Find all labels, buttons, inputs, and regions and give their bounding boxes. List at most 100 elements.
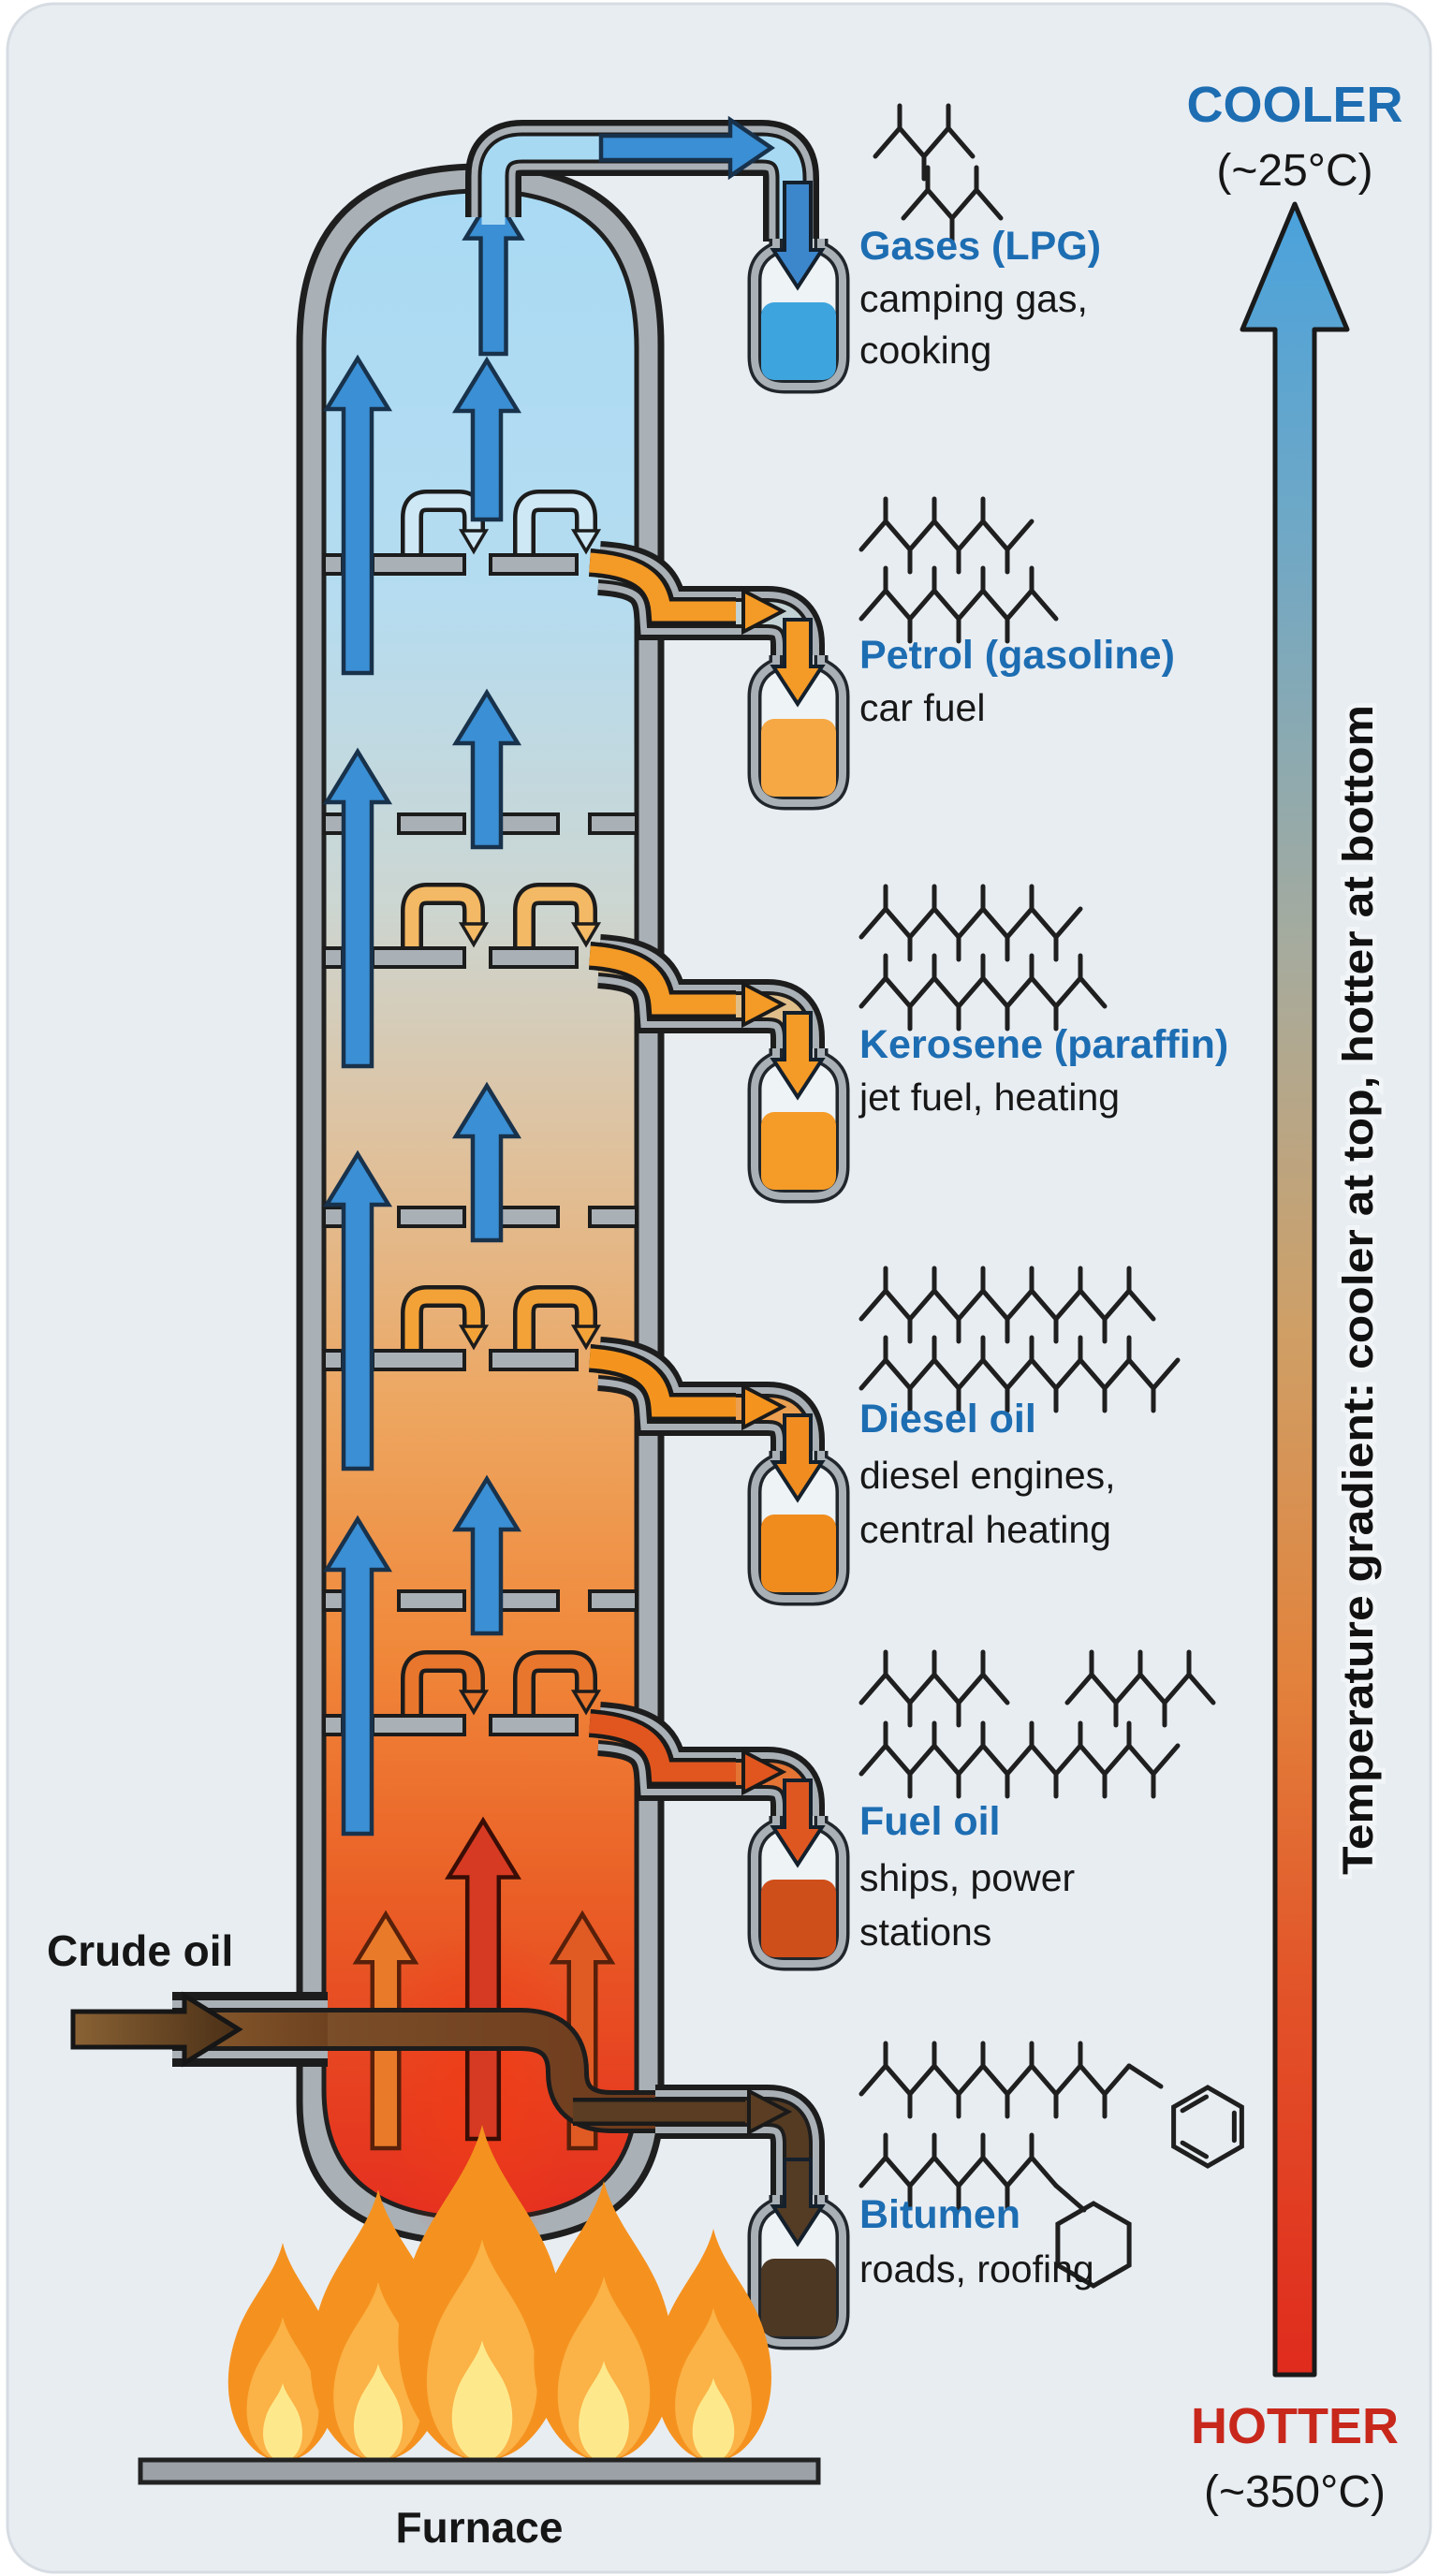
- hotter-temp: (~350°C): [1204, 2467, 1386, 2517]
- bubble-cap-arrow-icon: [458, 1690, 490, 1716]
- bubble-cap-arrow-icon: [570, 529, 602, 555]
- vapor-arrow-icon: [549, 1910, 616, 2151]
- flask-liquid: [761, 1880, 836, 1957]
- fraction-use: jet fuel, heating: [858, 1076, 1120, 1119]
- flask-glass: [751, 1451, 846, 1603]
- dashed-tray-segment: [588, 1589, 638, 1612]
- fraction-flow-arrow-icon: [589, 945, 736, 1015]
- molecule-chain: [858, 1356, 1181, 1392]
- fraction-flow-arrow-icon: [589, 552, 736, 622]
- crude-oil-label: Crude oil: [47, 1926, 233, 1975]
- vapor-arrow-icon: [322, 747, 393, 1069]
- benzene-double-bond: [1180, 2094, 1210, 2114]
- molecule-bond: [1053, 2183, 1087, 2213]
- fraction-name-kerosene: Kerosene (paraffin): [859, 1022, 1228, 1067]
- tray-segment: [322, 946, 345, 969]
- bubble-cap-icon: [404, 1654, 481, 1714]
- flask-fill-arrow-icon: [770, 1011, 826, 1101]
- fraction-use: car fuel: [859, 686, 985, 729]
- fraction-use: diesel engines,: [859, 1454, 1116, 1497]
- dashed-tray-segment: [397, 1206, 466, 1228]
- flask-glass: [751, 239, 846, 390]
- molecule-chain: [858, 905, 1083, 941]
- flask-glass: [751, 1816, 846, 1968]
- bubble-cap-icon: [404, 1289, 481, 1349]
- bubble-cap-icon: [517, 886, 594, 946]
- flask-fill-arrow-icon: [770, 1413, 826, 1503]
- fraction-use: cooking: [859, 329, 991, 372]
- bubble-cap-icon: [517, 493, 594, 553]
- flask-fill-arrow-icon: [770, 1778, 826, 1868]
- vapor-arrow-icon: [451, 1474, 522, 1636]
- vapor-arrow-icon: [322, 1515, 393, 1837]
- temperature-gradient-arrow-icon: [1240, 201, 1350, 2378]
- bubble-cap-arrow-icon: [570, 1690, 602, 1716]
- gas-flow-arrow-icon: [598, 115, 775, 181]
- dashed-tray-segment: [397, 1589, 466, 1612]
- bubble-cap-arrow-icon: [458, 529, 490, 555]
- fraction-use: central heating: [859, 1508, 1111, 1551]
- fraction-use: ships, power: [859, 1856, 1075, 1899]
- furnace-label: Furnace: [396, 2503, 564, 2552]
- molecule-chain: [858, 518, 1034, 553]
- tray-segment: [371, 1349, 466, 1371]
- flask-liquid: [761, 1515, 836, 1592]
- molecule-chain: [858, 1742, 1181, 1778]
- dashed-tray-segment: [397, 812, 466, 835]
- flask-fill-arrow-icon: [770, 181, 826, 291]
- bubble-cap-arrow-icon: [458, 922, 490, 948]
- vapor-arrow-icon: [462, 188, 525, 357]
- fraction-name-petrol: Petrol (gasoline): [859, 633, 1175, 678]
- bubble-cap-arrow-icon: [570, 1325, 602, 1351]
- fraction-use: roads, roofing: [859, 2247, 1094, 2291]
- molecule-bond: [1126, 2063, 1164, 2089]
- card-background: [6, 2, 1432, 2574]
- benzene-double-bond: [1180, 2140, 1210, 2159]
- tray-segment: [489, 1714, 579, 1736]
- bubble-cap-icon: [517, 1289, 594, 1349]
- fraction-flow-arrow-icon: [589, 1713, 736, 1782]
- cooler-label: COOLER: [1186, 77, 1402, 133]
- flask-liquid: [761, 1112, 836, 1190]
- fraction-labels: Gases (LPG) camping gas, cooking Petrol …: [858, 224, 1228, 2291]
- flask-liquid: [761, 2259, 836, 2336]
- vapor-arrow-icon: [322, 1149, 393, 1471]
- bubble-cap-icon: [404, 886, 481, 946]
- benzene-ring: [1171, 2085, 1244, 2169]
- flask-liquid: [761, 719, 836, 797]
- tray-segment: [322, 1714, 345, 1736]
- fraction-flow-arrow-icon: [741, 587, 787, 636]
- tray-segment: [371, 1714, 466, 1736]
- fraction-name-bitumen: Bitumen: [859, 2192, 1020, 2237]
- hotter-label: HOTTER: [1191, 2398, 1399, 2454]
- fraction-use: stations: [859, 1910, 991, 1954]
- fraction-flow-arrow-icon: [741, 980, 787, 1029]
- cyclohexane-ring: [1055, 2201, 1132, 2289]
- fraction-flow-arrow-icon: [589, 1348, 736, 1417]
- fraction-name-diesel: Diesel oil: [859, 1397, 1036, 1442]
- tray-segment: [322, 1349, 345, 1371]
- fraction-flow-arrow-icon: [741, 1748, 787, 1796]
- flask-glass: [751, 655, 846, 807]
- tray-segment: [371, 946, 466, 969]
- bitumen-flow-arrow-icon: [747, 2087, 793, 2136]
- vapor-arrow-icon: [451, 1081, 522, 1243]
- tray-segment: [322, 553, 345, 576]
- dashed-tray-segment: [588, 812, 638, 835]
- cooler-temp: (~25°C): [1216, 146, 1372, 196]
- temperature-gradient-rail: Temperature gradient: cooler at top, hot…: [1186, 77, 1402, 2517]
- temperature-gradient-label: Temperature gradient: cooler at top, hot…: [1334, 705, 1382, 1875]
- furnace-plate: [138, 2457, 821, 2485]
- flask-glass: [751, 2195, 846, 2347]
- flask-fill-arrow-icon: [770, 2158, 826, 2247]
- flask-liquid: [761, 302, 836, 380]
- bubble-cap-arrow-icon: [458, 1325, 490, 1351]
- gas-offtake-pipe: [465, 115, 819, 242]
- vapor-arrow-icon: [451, 688, 522, 850]
- vapor-arrow-icon: [451, 356, 522, 522]
- flask-glass: [751, 1048, 846, 1200]
- bubble-cap-arrow-icon: [570, 922, 602, 948]
- tray-segment: [371, 553, 466, 576]
